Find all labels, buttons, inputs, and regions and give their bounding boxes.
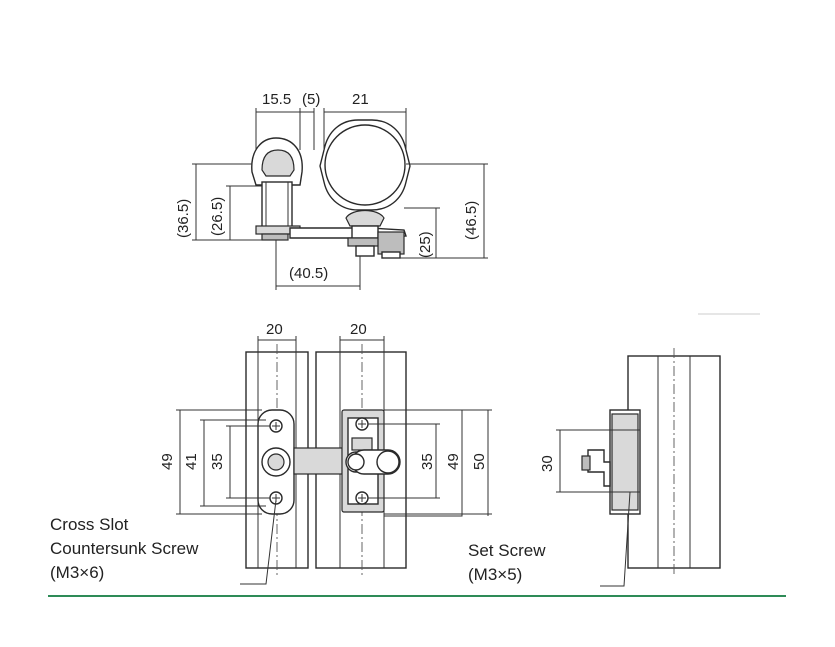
dim-5: (5): [302, 91, 320, 108]
set-screw-leader: [600, 491, 631, 587]
top-right-screw: [355, 245, 375, 257]
dim-side-30: 30: [539, 455, 556, 472]
top-right-screw-head: [377, 231, 405, 255]
top-left-flange: [261, 233, 289, 241]
top-right-clamp-ring: [324, 124, 406, 206]
top-right-clamp-lower: [345, 209, 385, 227]
dim-front-50: 50: [471, 453, 488, 470]
dim-21: 21: [352, 91, 369, 108]
front-view: 20 20 49 41 35 35 49 50: [159, 321, 492, 585]
dim-26-5: (26.5): [209, 197, 226, 236]
cross-slot-leader: [240, 499, 277, 585]
label-cross-slot-1: Cross Slot: [50, 515, 129, 534]
side-knob: [587, 449, 611, 487]
dim-front-41: 41: [183, 453, 200, 470]
dim-25: (25): [417, 231, 434, 258]
dim-front-35-left: 35: [209, 453, 226, 470]
label-set-screw-1: Set Screw: [468, 541, 546, 560]
top-right-stem: [351, 225, 379, 239]
dim-46-5: (46.5): [463, 201, 480, 240]
dim-36-5: (36.5): [175, 199, 192, 238]
top-left-knuckle-inner: [261, 149, 295, 177]
top-left-barrel: [261, 181, 293, 229]
dim-15-5: 15.5: [262, 91, 291, 108]
right-pivot: [376, 450, 400, 474]
label-cross-slot-3: (M3×6): [50, 563, 104, 582]
dim-front-20-b: 20: [350, 321, 367, 338]
side-view: 30: [539, 348, 721, 587]
label-set-screw-2: (M3×5): [468, 565, 522, 584]
label-cross-slot-2: Countersunk Screw: [50, 539, 199, 558]
dim-front-35-right: 35: [419, 453, 436, 470]
dim-front-49-right: 49: [445, 453, 462, 470]
dim-front-20-a: 20: [266, 321, 283, 338]
top-right-knob: [347, 237, 383, 247]
dim-front-49-left: 49: [159, 453, 176, 470]
dim-40-5: (40.5): [289, 265, 328, 282]
link-arm: [293, 447, 351, 475]
top-right-screw-cap: [381, 251, 401, 259]
top-view: 15.5 (5) 21 (36.5) (26.5) (40.5) (25) (4…: [175, 91, 488, 290]
